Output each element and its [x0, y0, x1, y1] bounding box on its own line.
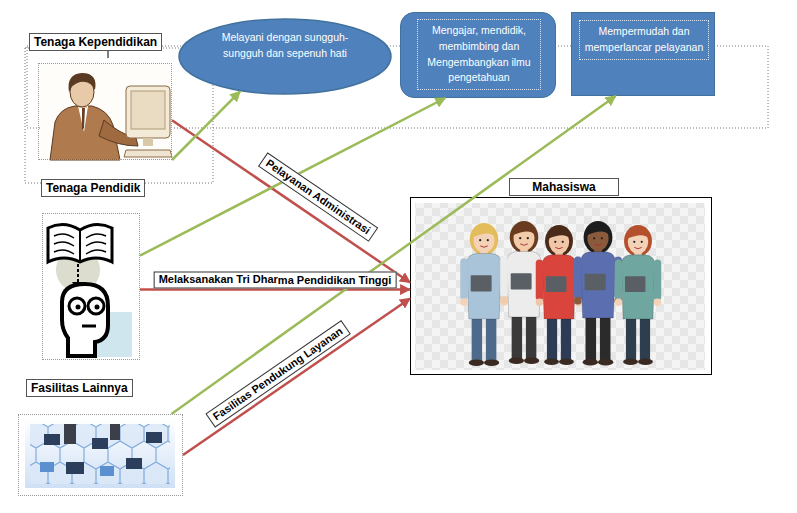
- connector-arrow: [172, 91, 240, 160]
- callout-text: Mempermudah dan memperlancar pelayanan: [579, 20, 709, 60]
- staff-illustration: [40, 65, 172, 160]
- staff-illustration: [143, 138, 153, 146]
- teacher-icon: [95, 305, 100, 310]
- edge-label: Melaksanakan Tri Dharma Pendidikan Tingg…: [154, 271, 397, 288]
- teacher-icon: [88, 298, 104, 314]
- callout-ellipse: Melayani dengan sungguh-sungguh dan sepe…: [178, 18, 392, 95]
- edge-label: Fasilitas Pendukung Layanan: [205, 320, 350, 427]
- network-illustration: [30, 424, 170, 484]
- teacher-icon: [54, 234, 106, 254]
- connector-arrow: [172, 120, 410, 282]
- network-illustration: [146, 432, 162, 443]
- teacher-icon: [77, 264, 79, 284]
- connector-arrow: [140, 288, 410, 291]
- connector-arrow: [171, 96, 615, 414]
- teacher-icon: [79, 230, 81, 262]
- teacher-icon: [76, 305, 81, 310]
- image-box: Mahasiswa: [410, 197, 712, 375]
- teacher-icon: [48, 224, 112, 262]
- ellipse-outline: [179, 19, 391, 94]
- callout-text: Mengajar, mendidik, membimbing dan Menge…: [417, 19, 541, 90]
- network-illustration: [100, 466, 114, 476]
- callout-box: Mempermudah dan memperlancar pelayanan: [571, 12, 715, 96]
- network-illustration: [92, 438, 108, 449]
- network-illustration: [40, 462, 54, 472]
- staff-illustration: [69, 73, 96, 92]
- image-box: Tenaga Pendidik: [42, 213, 140, 360]
- network-illustration: [126, 458, 142, 469]
- connector-arrow: [183, 298, 410, 455]
- students-illustration: [415, 203, 705, 370]
- node-heading: Tenaga Kependidikan: [29, 33, 162, 51]
- callout-text: Melayani dengan sungguh-sungguh dan sepe…: [210, 30, 360, 62]
- callout-rounded-box: Mengajar, mendidik, membimbing dan Menge…: [400, 12, 556, 98]
- network-illustration: [25, 418, 175, 488]
- student-figure: [615, 225, 662, 365]
- staff-illustration: [82, 108, 85, 130]
- connector-arrow: [140, 98, 445, 256]
- network-illustration: [44, 434, 60, 445]
- staff-illustration: [126, 86, 170, 138]
- teacher-icon: [48, 224, 132, 357]
- network-illustration: [64, 424, 76, 444]
- image-box: Fasilitas Lainnya: [18, 414, 183, 496]
- staff-illustration: [124, 150, 172, 157]
- teacher-icon: [62, 284, 108, 356]
- network-illustration: [66, 462, 84, 474]
- network-illustration: [110, 424, 120, 440]
- students-illustration: [415, 203, 705, 370]
- teacher-icon: [69, 298, 85, 314]
- edge-label: Pelayanan Administrasi: [258, 152, 378, 241]
- teacher-icon: [82, 325, 96, 328]
- image-box: Tenaga Kependidikan: [38, 63, 172, 160]
- network-illustration: [25, 418, 175, 488]
- staff-illustration: [131, 91, 165, 129]
- node-heading: Mahasiswa: [509, 178, 619, 196]
- node-heading: Tenaga Pendidik: [41, 179, 145, 197]
- staff-illustration: [78, 106, 88, 132]
- staff-illustration: [40, 65, 172, 160]
- node-heading: Fasilitas Lainnya: [26, 379, 133, 397]
